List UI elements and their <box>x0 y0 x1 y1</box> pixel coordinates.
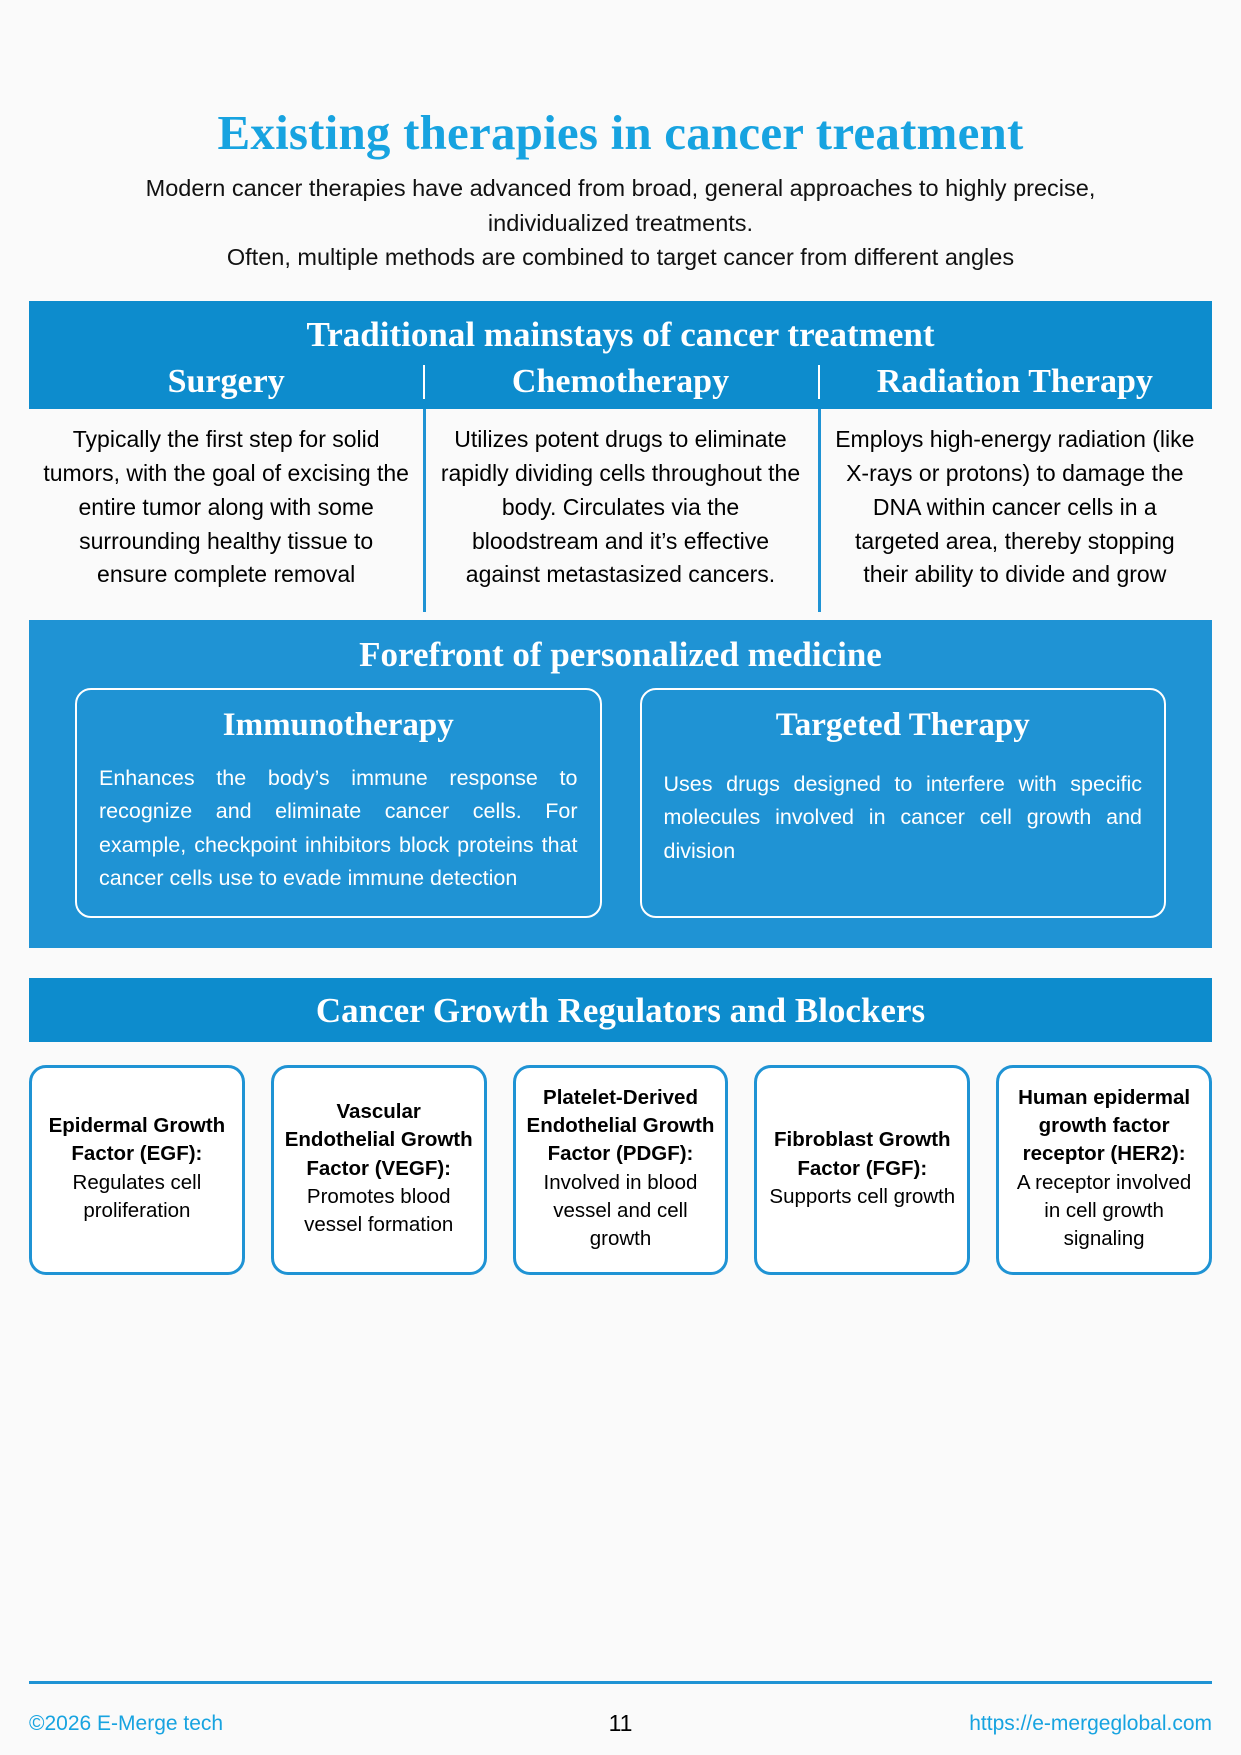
card-desc-vegf: Promotes blood vessel formation <box>304 1184 454 1237</box>
card-title-fgf: Fibroblast Growth Factor (FGF): <box>774 1128 951 1180</box>
card-title-vegf: Vascular Endothelial Growth Factor (VEGF… <box>284 1100 473 1180</box>
card-immunotherapy[interactable]: Immunotherapy Enhances the body’s immune… <box>75 688 602 918</box>
personalized-medicine-section: Forefront of personalized medicine Immun… <box>29 620 1212 948</box>
footer-page-number: 11 <box>608 1710 633 1736</box>
card-her2[interactable]: Human epidermal growth factor receptor (… <box>996 1064 1212 1275</box>
footer-url[interactable]: https://e-mergeglobal.com <box>969 1711 1213 1735</box>
card-body-targeted-therapy: Uses drugs designed to interfere with sp… <box>663 771 1143 863</box>
column-header-radiation-therapy: Radiation Therapy <box>817 361 1212 404</box>
personalized-section-banner: Forefront of personalized medicine <box>359 635 882 675</box>
traditional-section-banner: Traditional mainstays of cancer treatmen… <box>29 301 1212 361</box>
footer-copyright: ©2026 E-Merge tech <box>29 1711 224 1735</box>
traditional-mainstays-section: Traditional mainstays of cancer treatmen… <box>29 301 1212 613</box>
card-desc-pdgf: Involved in blood vessel and cell growth <box>543 1170 698 1251</box>
footer: ©2026 E-Merge tech 11 https://e-mergeglo… <box>29 1710 1212 1737</box>
card-title-egf: Epidermal Growth Factor (EGF): <box>48 1114 226 1166</box>
card-title-pdgf: Platelet-Derived Endothelial Growth Fact… <box>526 1085 715 1166</box>
card-title-her2: Human epidermal growth factor receptor (… <box>1018 1085 1191 1166</box>
page-subtitle: Modern cancer therapies have advanced fr… <box>29 171 1212 275</box>
personalized-card-row: Immunotherapy Enhances the body’s immune… <box>29 688 1212 918</box>
growth-regulators-section: Cancer Growth Regulators and Blockers Ep… <box>29 977 1212 1275</box>
card-fgf[interactable]: Fibroblast Growth Factor (FGF): Supports… <box>754 1064 971 1275</box>
page-title: Existing therapies in cancer treatment <box>217 105 1024 160</box>
column-body-surgery: Typically the first step for solid tumor… <box>43 426 409 588</box>
traditional-column-bodies: Typically the first step for solid tumor… <box>29 409 1212 613</box>
regulators-section-banner: Cancer Growth Regulators and Blockers <box>29 977 1212 1042</box>
column-header-surgery: Surgery <box>167 362 285 400</box>
card-pdgf[interactable]: Platelet-Derived Endothelial Growth Fact… <box>512 1064 729 1275</box>
card-vegf[interactable]: Vascular Endothelial Growth Factor (VEGF… <box>270 1064 487 1275</box>
card-desc-her2: A receptor involved in cell growth signa… <box>1016 1170 1192 1251</box>
column-body-chemotherapy: Utilizes potent drugs to eliminate rapid… <box>423 409 817 613</box>
card-title-targeted-therapy: Targeted Therapy <box>775 707 1030 744</box>
card-title-immunotherapy: Immunotherapy <box>222 707 454 744</box>
column-body-radiation-therapy: Employs high-energy radiation (like X-ra… <box>817 409 1212 613</box>
card-targeted-therapy[interactable]: Targeted Therapy Uses drugs designed to … <box>639 688 1166 918</box>
card-desc-fgf: Supports cell growth <box>769 1184 956 1208</box>
card-egf[interactable]: Epidermal Growth Factor (EGF): Regulates… <box>29 1064 245 1275</box>
subtitle-line-1: Modern cancer therapies have advanced fr… <box>145 174 1096 201</box>
footer-divider <box>29 1681 1212 1684</box>
column-header-chemotherapy: Chemotherapy <box>423 361 817 404</box>
traditional-column-headers: Surgery Chemotherapy Radiation Therapy <box>29 360 1212 410</box>
subtitle-line-2: individualized treatments. <box>487 209 754 236</box>
subtitle-line-3: Often, multiple methods are combined to … <box>226 244 1015 271</box>
card-desc-egf: Regulates cell proliferation <box>72 1170 202 1222</box>
card-body-immunotherapy: Enhances the body’s immune response to r… <box>99 765 578 891</box>
regulators-card-row: Epidermal Growth Factor (EGF): Regulates… <box>29 1064 1212 1275</box>
